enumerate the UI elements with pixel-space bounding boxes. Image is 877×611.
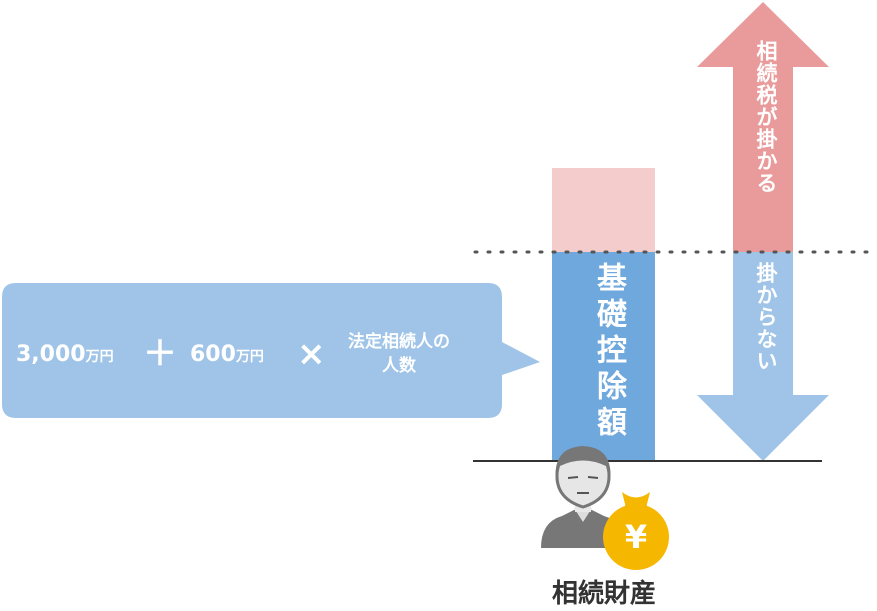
deduction-bar-label: 基礎控除額 (591, 262, 626, 442)
times-sign: × (297, 334, 326, 374)
plus-sign: ＋ (143, 334, 177, 374)
base-amount-group: 3,000万円 (16, 342, 114, 367)
excess-bar (552, 168, 655, 252)
yen-money-bag-icon (603, 492, 669, 570)
heirs-count-label: 法定相続人の 人数 (348, 330, 450, 378)
per-heir-amount: 600 (190, 342, 236, 367)
base-unit: 万円 (85, 349, 114, 365)
heirs-line-1: 法定相続人の (348, 332, 450, 352)
arrow-down-label: 掛からない (754, 262, 778, 372)
base-amount: 3,000 (16, 342, 86, 367)
inherited-assets-caption: 相続財産 (552, 579, 657, 609)
arrow-up (697, 2, 829, 252)
elderly-man-icon (541, 446, 625, 548)
yen-symbol: ¥ (624, 518, 648, 556)
formula-bubble (2, 283, 540, 418)
per-heir-amount-group: 600万円 (190, 342, 264, 367)
per-heir-unit: 万円 (235, 349, 264, 365)
heirs-line-2: 人数 (382, 356, 416, 376)
arrow-down (697, 252, 829, 461)
deduction-bar (552, 252, 655, 462)
arrow-up-label: 相続税が掛かる (754, 40, 778, 194)
